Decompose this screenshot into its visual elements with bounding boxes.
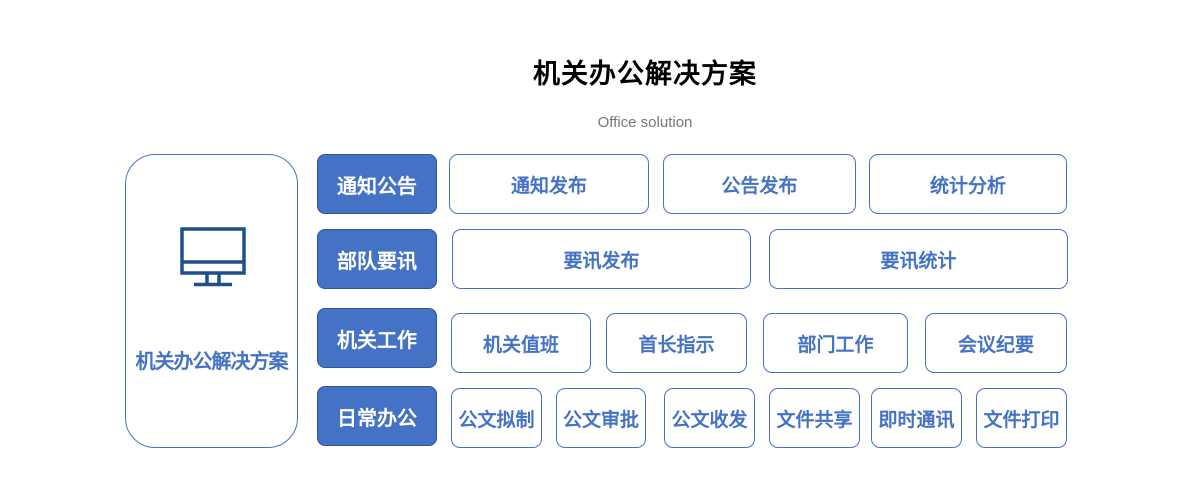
item-leader-instructions: 首长指示 xyxy=(606,313,747,373)
page-subtitle: Office solution xyxy=(597,114,693,131)
item-statistics-analysis: 统计分析 xyxy=(869,154,1067,214)
item-file-printing: 文件打印 xyxy=(976,388,1067,448)
category-army-news: 部队要讯 xyxy=(317,229,437,289)
category-daily-office: 日常办公 xyxy=(317,386,437,446)
item-news-statistics: 要讯统计 xyxy=(769,229,1068,289)
monitor-icon xyxy=(180,227,246,287)
category-notice: 通知公告 xyxy=(317,154,437,214)
item-document-approval: 公文审批 xyxy=(556,388,646,448)
solution-panel-label: 机关办公解决方案 xyxy=(135,349,289,373)
category-office-work: 机关工作 xyxy=(317,308,437,368)
item-document-dispatch: 公文收发 xyxy=(664,388,755,448)
item-instant-messaging: 即时通讯 xyxy=(871,388,962,448)
item-duty-shift: 机关值班 xyxy=(451,313,591,373)
item-meeting-minutes: 会议纪要 xyxy=(925,313,1067,373)
item-notice-publish: 通知发布 xyxy=(449,154,649,214)
page-title: 机关办公解决方案 xyxy=(533,59,757,90)
item-document-drafting: 公文拟制 xyxy=(451,388,542,448)
solution-panel: 机关办公解决方案 xyxy=(125,154,298,448)
item-news-publish: 要讯发布 xyxy=(452,229,751,289)
item-announcement-publish: 公告发布 xyxy=(663,154,856,214)
item-file-sharing: 文件共享 xyxy=(769,388,860,448)
item-department-work: 部门工作 xyxy=(763,313,908,373)
